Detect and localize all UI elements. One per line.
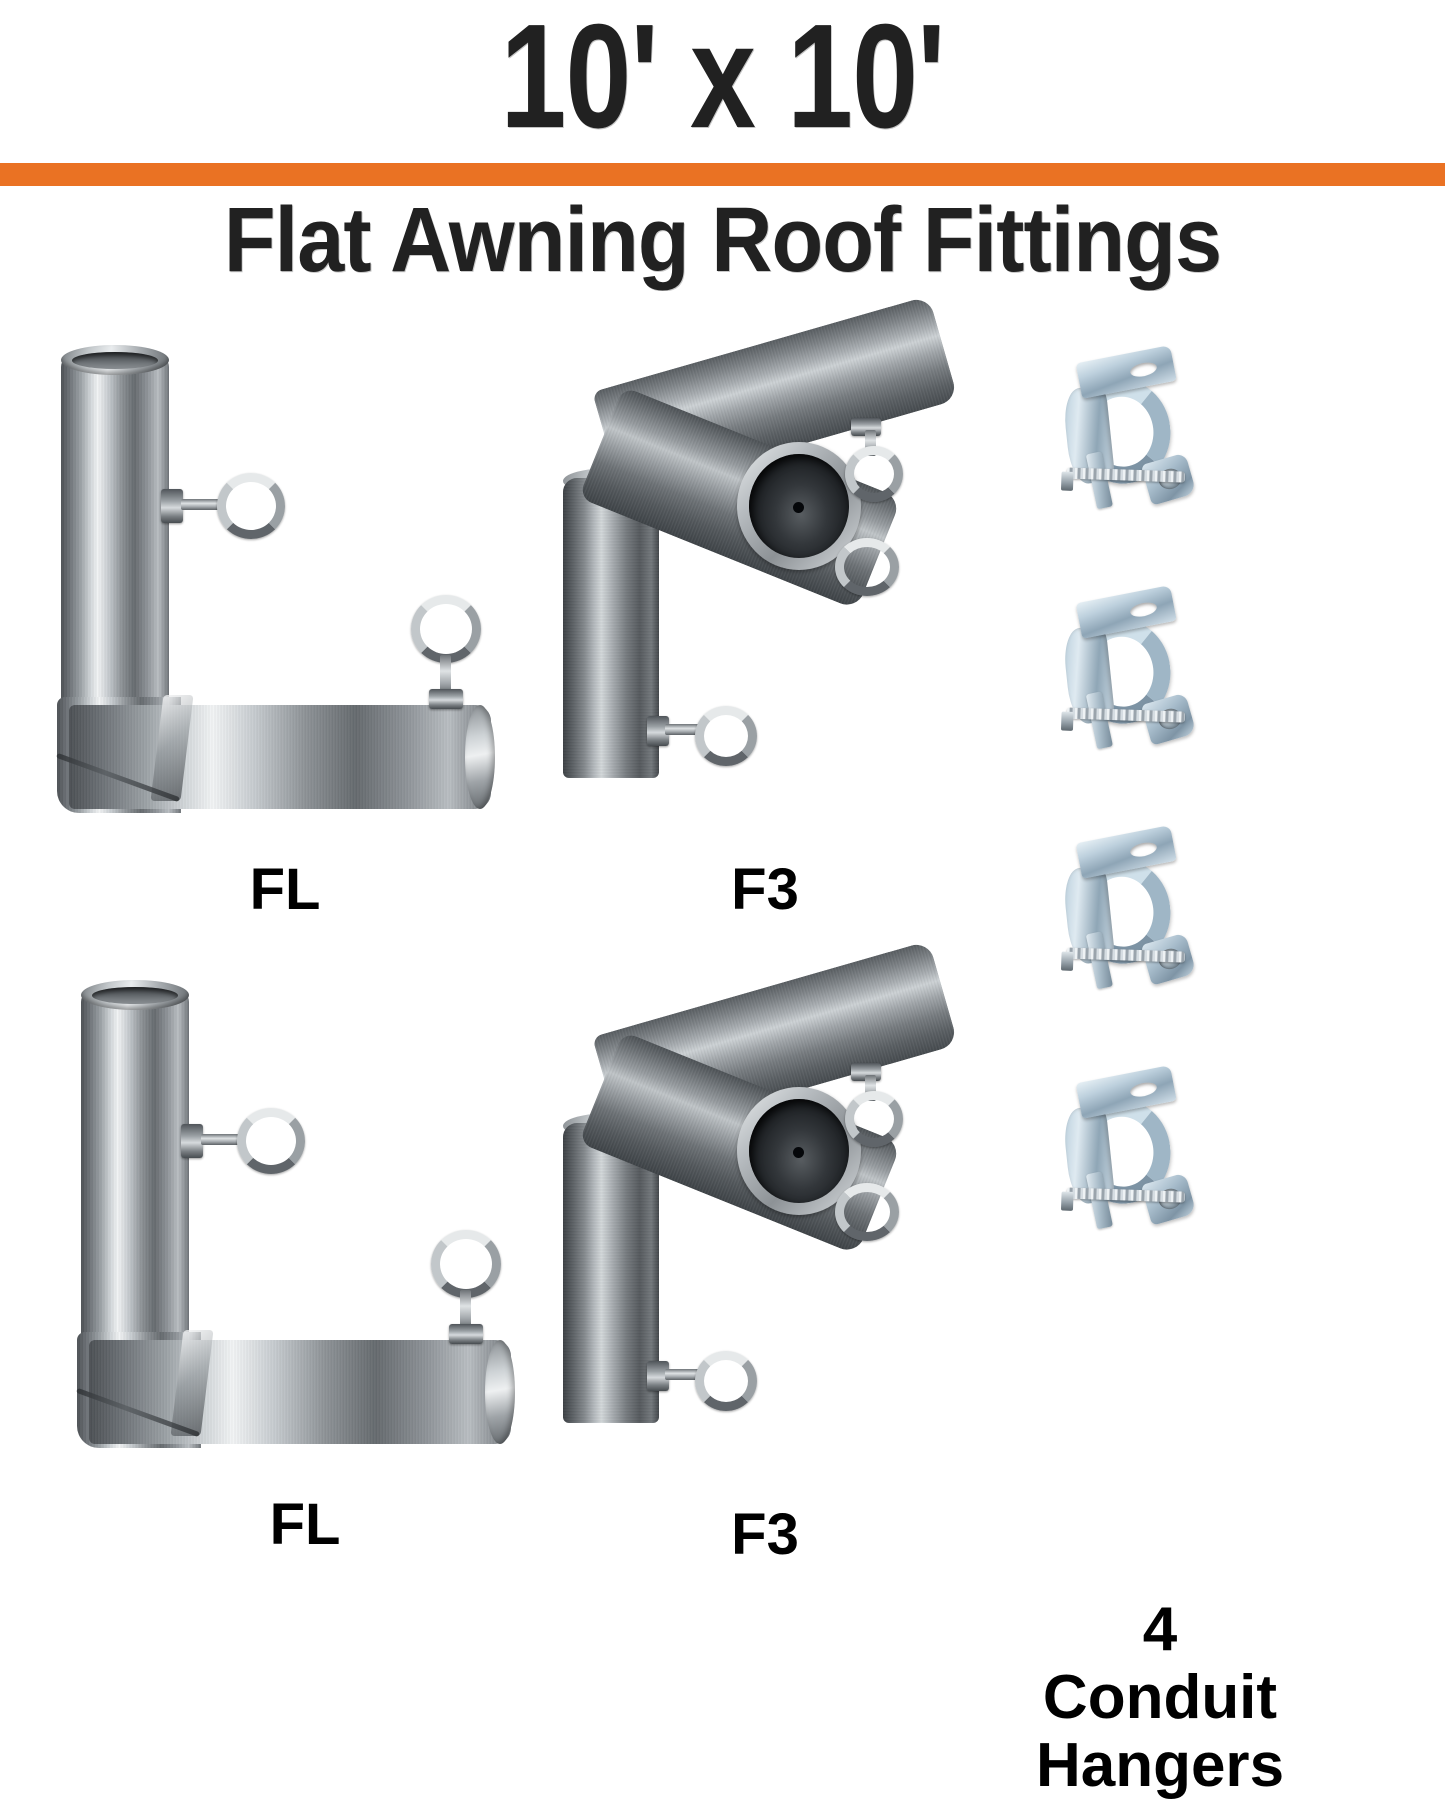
eyebolt-ring xyxy=(835,538,899,596)
f3-vertical-leg xyxy=(563,478,659,778)
eyebolt-nut xyxy=(181,1124,203,1158)
f3-arm-eyebolt xyxy=(843,1057,963,1177)
f3-fitting-image xyxy=(555,940,959,1445)
eyebolt-shank xyxy=(181,499,223,510)
fl-fitting-image xyxy=(45,345,515,825)
fl-horizontal-end-cap xyxy=(485,1340,515,1444)
f3-socket-eyebolt xyxy=(835,530,945,610)
f3-leg-eyebolt xyxy=(647,700,787,790)
fl-lower-eyebolt xyxy=(413,1230,523,1354)
conduit-hanger-2 xyxy=(1030,585,1205,767)
hanger-bolt-head xyxy=(1060,951,1074,971)
f3-leg-eyebolt xyxy=(647,1345,787,1435)
f3-socket-center-dot xyxy=(793,1147,804,1158)
eyebolt-ring xyxy=(431,1230,501,1298)
eyebolt-ring xyxy=(845,446,903,502)
part-label-f3-top: F3 xyxy=(731,857,799,922)
page-subtitle: Flat Awning Roof Fittings xyxy=(223,189,1222,291)
fl-vertical-tube xyxy=(61,355,169,757)
eyebolt-nut xyxy=(429,689,463,709)
page-title: 10' x 10' xyxy=(500,0,945,159)
hanger-bolt-head xyxy=(1060,1191,1074,1211)
part-label-fl-top: FL xyxy=(249,857,321,922)
fl-tube-bore xyxy=(92,987,178,1004)
product-cell-fl-bottom[interactable]: FL xyxy=(65,980,545,1555)
eyebolt-nut xyxy=(161,489,183,523)
fl-fitting-image xyxy=(65,980,535,1460)
conduit-hanger-column[interactable] xyxy=(975,330,1375,1530)
eyebolt-shank xyxy=(201,1134,243,1145)
hanger-bolt-head xyxy=(1060,711,1074,731)
part-label-f3-bottom: F3 xyxy=(731,1502,799,1567)
header-block: 10' x 10' Flat Awning Roof Fittings xyxy=(0,0,1445,310)
fl-lower-eyebolt xyxy=(393,595,503,719)
eyebolt-shank xyxy=(665,724,703,735)
eyebolt-ring xyxy=(845,1091,903,1147)
eyebolt-ring xyxy=(835,1183,899,1241)
fl-horizontal-tube xyxy=(89,1340,511,1444)
eyebolt-nut xyxy=(647,716,669,746)
eyebolt-ring xyxy=(411,595,481,663)
product-cell-fl-top[interactable]: FL xyxy=(45,345,525,920)
eyebolt-shank xyxy=(460,1290,471,1330)
eyebolt-ring xyxy=(217,473,285,539)
fl-horizontal-end-cap xyxy=(465,705,495,809)
f3-vertical-leg xyxy=(563,1123,659,1423)
hanger-bolt-head xyxy=(1060,471,1074,491)
fl-upper-eyebolt xyxy=(181,1098,331,1184)
eyebolt-ring xyxy=(695,1351,757,1411)
conduit-hanger-4 xyxy=(1030,1065,1205,1247)
f3-socket-center-dot xyxy=(793,502,804,513)
f3-socket-eyebolt xyxy=(835,1175,945,1255)
fl-tube-bore xyxy=(72,352,158,369)
f3-arm-eyebolt xyxy=(843,412,963,532)
hanger-body xyxy=(1051,1065,1197,1230)
hanger-body xyxy=(1051,825,1197,990)
fl-vertical-tube xyxy=(81,990,189,1392)
part-label-fl-bottom: FL xyxy=(269,1492,341,1557)
eyebolt-ring xyxy=(237,1108,305,1174)
accent-divider-bar xyxy=(0,163,1445,186)
hanger-caption-line-3: Hangers xyxy=(1035,1731,1285,1800)
eyebolt-shank xyxy=(865,1075,876,1101)
conduit-hanger-caption: 4 Conduit Hangers xyxy=(940,1596,1380,1800)
product-cell-f3-top[interactable]: F3 xyxy=(555,295,975,920)
conduit-hanger-1 xyxy=(1030,345,1205,527)
hanger-body xyxy=(1051,345,1197,510)
hanger-caption-line-1: 4 xyxy=(1142,1595,1178,1664)
hanger-body xyxy=(1051,585,1197,750)
hanger-caption-line-2: Conduit xyxy=(1042,1663,1278,1732)
fl-horizontal-tube xyxy=(69,705,491,809)
f3-fitting-image xyxy=(555,295,959,800)
product-grid: FL xyxy=(0,295,1445,1800)
eyebolt-ring xyxy=(695,706,757,766)
product-cell-f3-bottom[interactable]: F3 xyxy=(555,940,975,1565)
fl-upper-eyebolt xyxy=(161,463,311,549)
eyebolt-shank xyxy=(865,430,876,456)
eyebolt-nut xyxy=(647,1361,669,1391)
eyebolt-shank xyxy=(440,655,451,695)
conduit-hanger-3 xyxy=(1030,825,1205,1007)
eyebolt-shank xyxy=(665,1369,703,1380)
eyebolt-nut xyxy=(449,1324,483,1344)
